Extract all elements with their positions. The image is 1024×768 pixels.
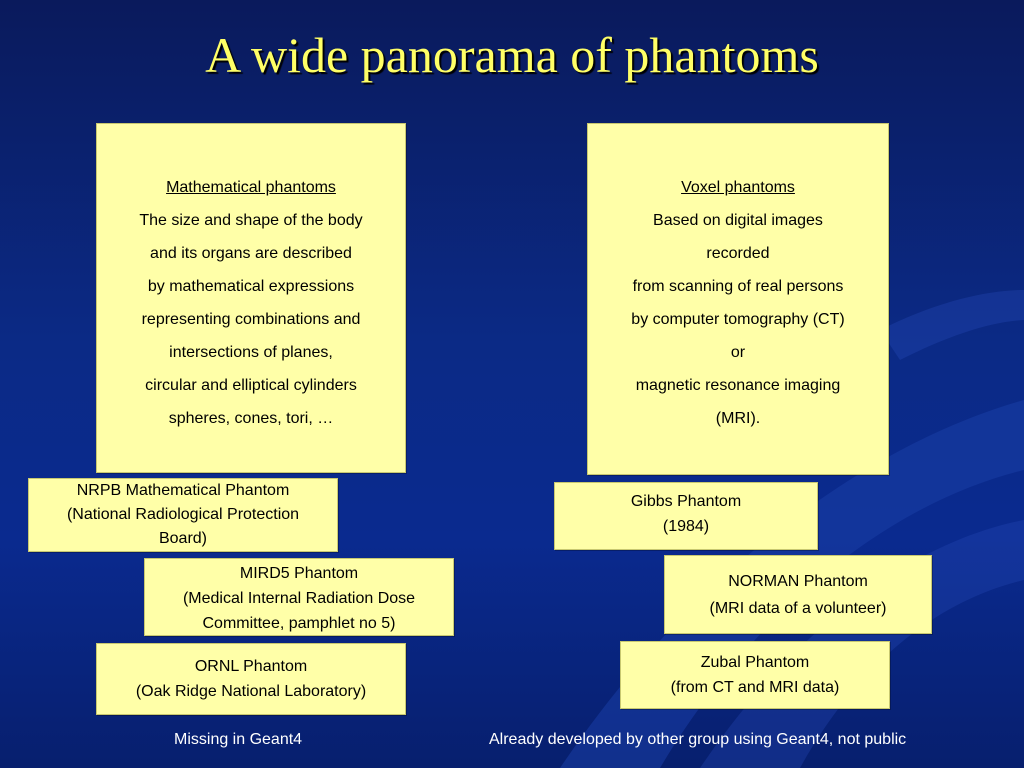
mathematical-line: circular and elliptical cylinders: [145, 377, 357, 394]
voxel-line: (MRI).: [715, 410, 761, 427]
mird5-line: MIRD5 Phantom: [239, 565, 359, 582]
voxel-line: magnetic resonance imaging: [635, 377, 841, 394]
ornl-line: ORNL Phantom: [194, 658, 308, 675]
norman-line: (MRI data of a volunteer): [709, 600, 887, 617]
norman-line: NORMAN Phantom: [728, 573, 868, 590]
mathematical-line: and its organs are described: [150, 245, 352, 262]
voxel-line: or: [730, 344, 746, 361]
nrpb-line: NRPB Mathematical Phantom: [76, 482, 290, 499]
norman-phantom-box: NORMAN Phantom (MRI data of a volunteer): [664, 555, 932, 634]
mathematical-line: intersections of planes,: [169, 344, 333, 361]
voxel-phantoms-heading: Voxel phantoms: [681, 179, 795, 196]
mathematical-line: spheres, cones, tori, …: [168, 410, 334, 427]
voxel-line: by computer tomography (CT): [631, 311, 845, 328]
gibbs-phantom-box: Gibbs Phantom (1984): [554, 482, 818, 550]
mird5-line: (Medical Internal Radiation Dose: [182, 590, 416, 607]
mathematical-phantoms-box: Mathematical phantoms The size and shape…: [96, 123, 406, 473]
nrpb-line: (National Radiological Protection: [66, 506, 300, 523]
mathematical-line: representing combinations and: [141, 311, 361, 328]
mird5-phantom-box: MIRD5 Phantom (Medical Internal Radiatio…: [144, 558, 454, 636]
gibbs-line: Gibbs Phantom: [630, 493, 742, 510]
voxel-line: Based on digital images: [653, 212, 823, 229]
mird5-line: Committee, pamphlet no 5): [202, 615, 396, 632]
voxel-line: from scanning of real persons: [632, 278, 844, 295]
nrpb-phantom-box: NRPB Mathematical Phantom (National Radi…: [28, 478, 338, 552]
nrpb-line: Board): [158, 530, 208, 547]
zubal-line: (from CT and MRI data): [670, 679, 840, 696]
ornl-line: (Oak Ridge National Laboratory): [135, 683, 367, 700]
gibbs-line: (1984): [662, 518, 710, 535]
missing-caption: Missing in Geant4: [174, 731, 303, 748]
voxel-phantoms-box: Voxel phantoms Based on digital images r…: [587, 123, 889, 475]
mathematical-line: by mathematical expressions: [147, 278, 355, 295]
page-title: A wide panorama of phantoms: [205, 27, 819, 83]
zubal-line: Zubal Phantom: [700, 654, 810, 671]
developed-caption: Already developed by other group using G…: [489, 731, 907, 748]
zubal-phantom-box: Zubal Phantom (from CT and MRI data): [620, 641, 890, 709]
mathematical-line: The size and shape of the body: [139, 212, 363, 229]
mathematical-phantoms-heading: Mathematical phantoms: [166, 179, 336, 196]
ornl-phantom-box: ORNL Phantom (Oak Ridge National Laborat…: [96, 643, 406, 715]
voxel-line: recorded: [706, 245, 770, 262]
